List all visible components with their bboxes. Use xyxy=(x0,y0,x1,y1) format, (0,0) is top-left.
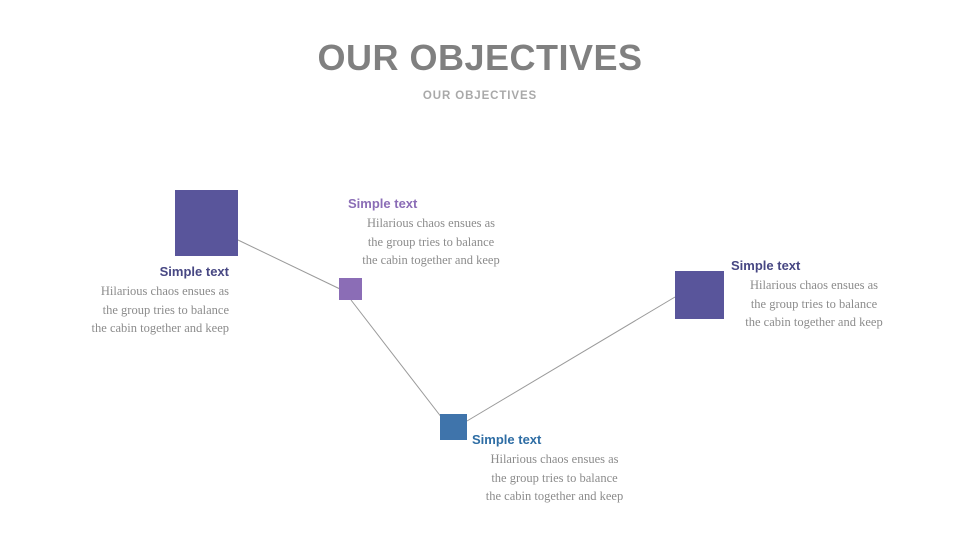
node-3-body-line-3: the cabin together and keep xyxy=(485,489,624,503)
node-2-marker-square[interactable] xyxy=(339,278,362,300)
connector-node3-node4 xyxy=(466,296,676,422)
node-4-marker-square[interactable] xyxy=(675,271,724,319)
node-1-marker-square[interactable] xyxy=(175,190,238,256)
connector-node1-node2 xyxy=(237,239,341,290)
node-2-text-block: Simple text Hilarious chaos ensues as th… xyxy=(348,196,514,270)
slide-header: OUR OBJECTIVES OUR OBJECTIVES xyxy=(0,36,960,104)
node-1-text-block: Simple text Hilarious chaos ensues as th… xyxy=(68,264,229,338)
node-2-heading: Simple text xyxy=(348,196,418,211)
node-3-marker-square[interactable] xyxy=(440,414,467,440)
page-title: OUR OBJECTIVES xyxy=(317,37,643,78)
node-4-body-line-2: the group tries to balance xyxy=(750,296,878,311)
node-1-body-line-3: the cabin together and keep xyxy=(91,321,229,335)
node-3-body-line-2: the group tries to balance xyxy=(491,470,618,485)
node-3-text-block: Simple text Hilarious chaos ensues as th… xyxy=(472,432,637,506)
node-4-text-block: Simple text Hilarious chaos ensues as th… xyxy=(731,258,897,332)
node-2-body-line-3: the cabin together and keep xyxy=(362,253,500,267)
node-3-body-line-1: Hilarious chaos ensues as xyxy=(490,452,619,466)
node-3-heading: Simple text xyxy=(472,432,542,447)
connector-node2-node3 xyxy=(350,299,443,419)
node-2-body-line-1: Hilarious chaos ensues as xyxy=(366,216,496,230)
node-1-body-line-2: the group tries to balance xyxy=(102,302,229,317)
page-subtitle: OUR OBJECTIVES xyxy=(422,90,538,102)
node-1-body-line-1: Hilarious chaos ensues as xyxy=(100,284,229,298)
node-4-body-line-3: the cabin together and keep xyxy=(745,315,883,329)
node-4-body-line-1: Hilarious chaos ensues as xyxy=(749,278,879,292)
node-4-heading: Simple text xyxy=(731,258,801,273)
node-1-heading: Simple text xyxy=(159,264,229,279)
node-2-body-line-2: the group tries to balance xyxy=(367,234,495,249)
